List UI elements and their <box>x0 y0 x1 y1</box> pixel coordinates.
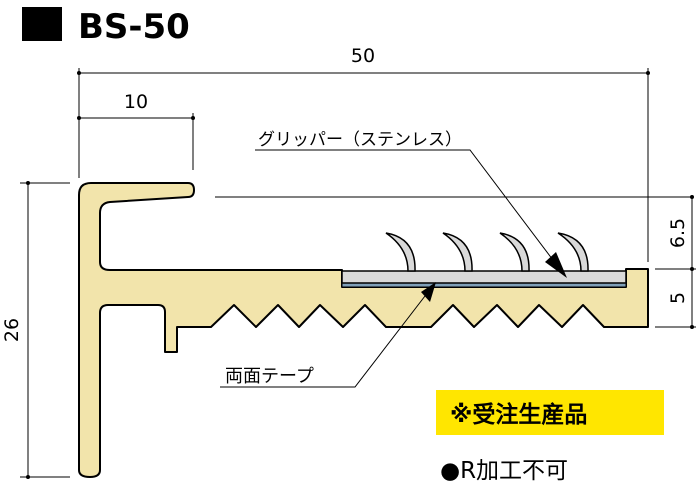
title-square-icon <box>22 7 62 41</box>
tape-label: 両面テープ <box>225 366 314 387</box>
overall-width-label: 50 <box>351 45 375 67</box>
tape-arrow-icon <box>421 282 436 302</box>
dimension-dots <box>26 71 694 479</box>
gripper-height-label: 6.5 <box>667 218 689 248</box>
lip-width-label: 10 <box>124 91 148 113</box>
gripper-hooks <box>385 232 589 272</box>
gripper-arrow-icon <box>545 252 567 278</box>
gripper-plate <box>341 270 627 284</box>
aluminium-profile <box>78 182 649 478</box>
made-to-order-text: ※受注生産品 <box>450 401 587 428</box>
leader-lines <box>220 149 566 388</box>
dimension-lines <box>20 68 696 478</box>
gripper-label: グリッパー（ステンレス） <box>258 130 462 150</box>
height-label: 26 <box>1 318 23 342</box>
model-title: BS-50 <box>78 7 190 47</box>
base-height-label: 5 <box>667 292 689 304</box>
no-r-processing-note: ●R加工不可 <box>440 458 568 484</box>
made-to-order-badge <box>436 390 664 435</box>
